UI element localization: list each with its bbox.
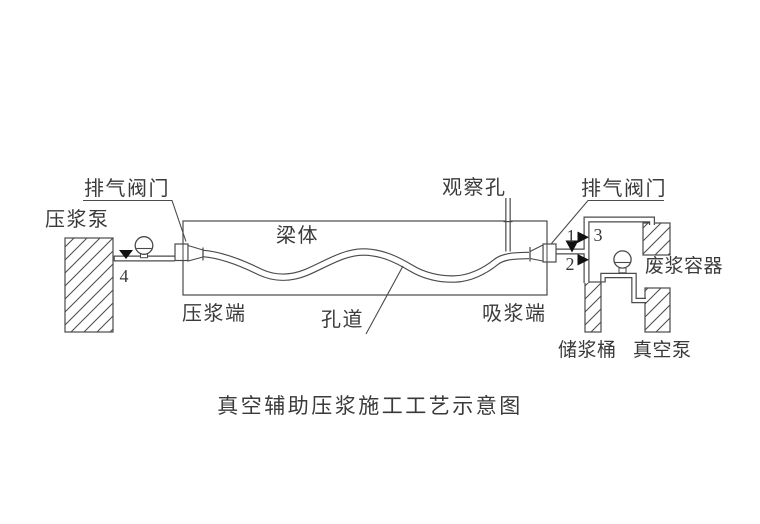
diagram-title: 真空辅助压浆施工工艺示意图 [217, 394, 523, 418]
label-exhaust-valve-left: 排气阀门 [84, 177, 170, 200]
valve-4-symbol [119, 250, 133, 259]
leader-duct [365, 265, 404, 335]
grouting-end-fitting [174, 243, 189, 262]
label-storage-barrel: 储浆桶 [558, 339, 617, 361]
label-vacuum-pump: 真空泵 [633, 339, 692, 361]
label-beam-body: 梁体 [276, 224, 319, 247]
label-suction-end: 吸浆端 [482, 302, 547, 325]
leader-exhaust-valve-right [551, 199, 664, 244]
label-waste-container: 废浆容器 [645, 255, 723, 277]
beam-body-outline [182, 220, 548, 296]
pressure-gauge-left [134, 236, 154, 259]
valve-1-symbol [565, 240, 579, 253]
valve-1-number: 1 [567, 226, 576, 246]
vacuum-gauge-right [613, 250, 632, 274]
grouting-pump-box [64, 237, 114, 333]
label-grouting-end: 压浆端 [182, 302, 247, 325]
suction-end-fitting [542, 243, 557, 263]
valve-2-symbol [577, 254, 589, 266]
label-exhaust-valve-right: 排气阀门 [581, 177, 667, 200]
duct-tube [202, 248, 530, 283]
label-grouting-pump: 压浆泵 [45, 208, 110, 231]
valve-3-number: 3 [594, 225, 603, 245]
vacuum-pump-box [644, 287, 671, 333]
valve-2-number: 2 [566, 254, 575, 274]
label-observation-hole: 观察孔 [442, 176, 507, 199]
valve-3-symbol [577, 231, 589, 243]
label-duct: 孔道 [321, 308, 364, 331]
storage-barrel-box [584, 281, 602, 333]
vacuum-bridge-pipe [600, 272, 646, 304]
valve-4-number: 4 [120, 266, 129, 286]
suction-side-pipe [556, 216, 655, 283]
leader-exhaust-valve-left [83, 199, 187, 242]
waste-container-box [642, 222, 671, 256]
